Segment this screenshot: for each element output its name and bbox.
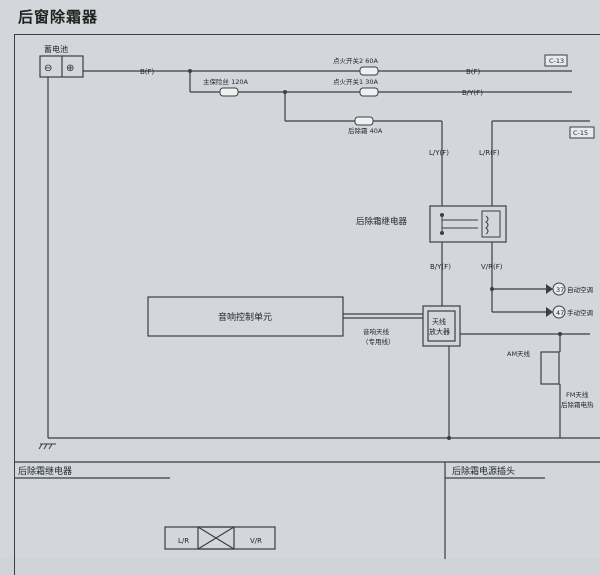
fuse-ignition-2 (359, 66, 379, 76)
antenna-wire-label-1: 音响天线 (363, 327, 390, 336)
connector-c13-tag (544, 54, 568, 67)
bottom-section-left-title: 后除霜继电器 (18, 465, 72, 477)
fm-antenna-label-2: 后除霜电热 (561, 400, 594, 409)
ref-37-number: 37 (556, 286, 564, 294)
page-title: 后窗除霜器 (18, 8, 99, 26)
battery-label: 蓄电池 (44, 44, 68, 54)
amplifier-label-2: 放大器 (429, 327, 450, 336)
connector-right-pin: V/R (250, 537, 262, 545)
ref-47-number: 47 (556, 309, 564, 317)
ref-37-circle (552, 282, 566, 296)
wire-label-v-r-f: V/R(F) (481, 263, 503, 271)
fuse-ignition-1 (359, 87, 379, 97)
battery-minus-terminal: ⊖ (44, 63, 52, 74)
wire-label-b-y-f-bottom: B/Y(F) (430, 263, 451, 271)
ref-37-label: 自动空调 (567, 285, 593, 294)
audio-control-unit-box (147, 296, 344, 337)
ref-47-label: 手动空调 (567, 308, 593, 317)
bottom-section-right-title: 后除霜电源插头 (452, 465, 515, 477)
amplifier-box (422, 305, 461, 347)
fuse-ignition-2-label: 点火开关2 60A (333, 56, 378, 65)
wire-label-l-y-f: L/Y(F) (429, 149, 449, 157)
wiring-diagram-page: 后窗除霜器 (14, 8, 600, 575)
am-antenna-coil (540, 351, 560, 385)
audio-control-unit-label: 音响控制单元 (218, 311, 272, 323)
wire-label-l-r-f: L/R(F) (479, 149, 500, 157)
fuse-ignition-1-label: 点火开关1 30A (333, 77, 378, 86)
wire-label-b-y-f-top: B/Y(F) (462, 89, 483, 97)
fuse-main-label: 主保险丝 120A (203, 77, 248, 86)
wire-label-b-f-1: B(F) (140, 68, 155, 76)
wire-label-b-f-2: B(F) (466, 68, 481, 76)
connector-c15-tag (569, 126, 595, 139)
fuse-rear-defog (354, 116, 374, 126)
fuse-main (219, 87, 239, 97)
connector-left-pin: L/R (178, 537, 189, 545)
ref-47-circle (552, 305, 566, 319)
relay-label: 后除霜继电器 (356, 216, 408, 227)
wiring-diagram: 蓄电池 ⊖ ⊕ B(F) B(F) B/Y(F) 点火开关2 60A 主保险丝 … (14, 44, 600, 559)
fuse-rear-defog-label: 后除霜 40A (348, 126, 383, 135)
connector-c13-label: C-13 (549, 57, 564, 65)
am-antenna-label: AM天线 (507, 349, 531, 358)
relay-box (429, 205, 507, 243)
battery-plus-terminal: ⊕ (66, 63, 74, 74)
antenna-wire-label-2: （专用线） (362, 337, 395, 346)
fm-antenna-label-1: FM天线 (566, 390, 589, 399)
diagram-frame (14, 34, 600, 575)
amplifier-label-1: 天线 (432, 317, 446, 326)
connector-c15-label: C-15 (573, 129, 588, 137)
